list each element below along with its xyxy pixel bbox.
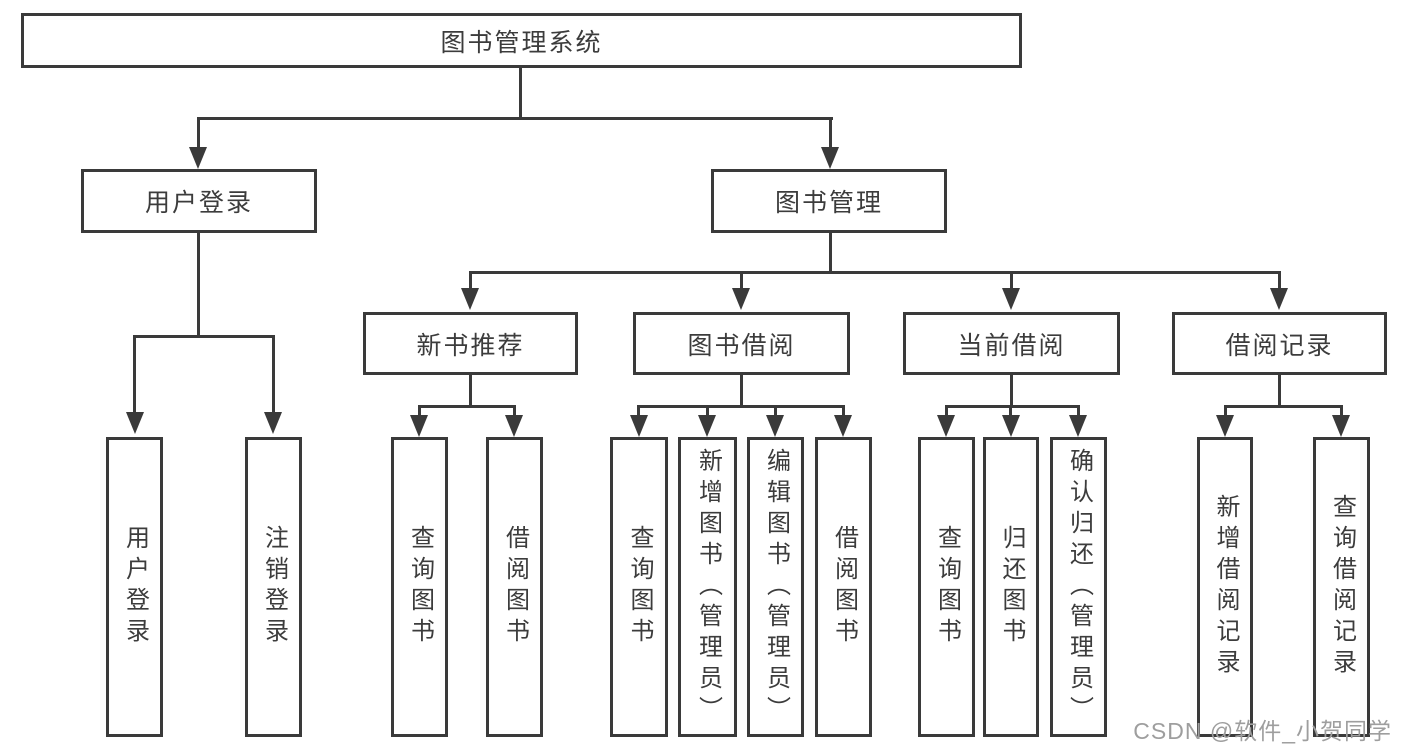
connector-drop-br-query — [1340, 405, 1343, 417]
arrow-down-bb-edit — [766, 415, 784, 437]
connector-book-mgmt-bar — [469, 271, 1281, 274]
connector-drop-cb-confirm — [1077, 405, 1080, 417]
node-book-borrowing: 图书借阅 — [633, 312, 850, 375]
connector-drop-new-book-rec — [469, 271, 472, 290]
node-book-management: 图书管理 — [711, 169, 947, 233]
arrow-down-rec-borrow — [505, 415, 523, 437]
connector-drop-bb-edit — [774, 405, 777, 417]
connector-drop-cb-return — [1009, 405, 1012, 417]
node-leaf-bb-edit-books-admin: 编辑图书（管理员） — [747, 437, 804, 737]
node-label-bb-edit-books-admin: 编辑图书（管理员） — [762, 447, 790, 727]
node-label-leaf-logout: 注销登录 — [260, 525, 288, 649]
node-borrowing-records: 借阅记录 — [1172, 312, 1387, 375]
connector-drop-logout — [272, 335, 275, 414]
node-label-br-query-record: 查询借阅记录 — [1328, 494, 1356, 680]
connector-drop-bb-query — [637, 405, 640, 417]
connector-drop-borrow-records — [1278, 271, 1281, 290]
node-label-cb-confirm-return-admin: 确认归还（管理员） — [1065, 447, 1093, 727]
node-leaf-rec-borrow-books: 借阅图书 — [486, 437, 543, 737]
node-leaf-bb-add-books-admin: 新增图书（管理员） — [678, 437, 737, 737]
node-label-current-borrowing: 当前借阅 — [957, 331, 1066, 360]
node-label-leaf-user-login: 用户登录 — [121, 525, 149, 649]
connector-drop-book-mgmt — [829, 117, 832, 149]
arrow-down-borrow-records — [1270, 288, 1288, 310]
arrow-down-logout — [264, 412, 282, 434]
connector-cb-stem — [1010, 375, 1013, 407]
node-leaf-rec-query-books: 查询图书 — [391, 437, 448, 737]
node-label-bb-query-books: 查询图书 — [626, 525, 653, 649]
node-label-cb-query-books: 查询图书 — [933, 525, 961, 649]
connector-drop-current-borrow — [1010, 271, 1013, 290]
connector-rec-stem — [469, 375, 472, 407]
node-label-borrowing-records: 借阅记录 — [1225, 331, 1334, 360]
node-current-borrowing: 当前借阅 — [903, 312, 1120, 375]
connector-root-stem — [519, 68, 522, 118]
node-library-management-system: 图书管理系统 — [21, 13, 1022, 68]
connector-rec-bar — [418, 405, 516, 408]
arrow-down-bb-borrow — [834, 415, 852, 437]
arrow-down-book-borrow — [732, 288, 750, 310]
node-label-book-borrowing: 图书借阅 — [687, 331, 796, 360]
node-label-rec-query-books: 查询图书 — [406, 525, 434, 649]
node-leaf-bb-query-books: 查询图书 — [610, 437, 668, 737]
arrow-down-cb-confirm — [1069, 415, 1087, 437]
node-leaf-br-query-record: 查询借阅记录 — [1313, 437, 1370, 737]
node-label-root: 图书管理系统 — [440, 28, 603, 57]
arrow-down-br-query — [1332, 415, 1350, 437]
connector-drop-br-add — [1224, 405, 1227, 417]
arrow-down-bb-add — [698, 415, 716, 437]
connector-cb-bar — [945, 405, 1080, 408]
arrow-down-cb-return — [1002, 415, 1020, 437]
connector-br-bar — [1224, 405, 1343, 408]
connector-user-login-stem — [197, 233, 200, 337]
node-leaf-logout: 注销登录 — [245, 437, 302, 737]
node-leaf-user-login: 用户登录 — [106, 437, 163, 737]
arrow-down-br-add — [1216, 415, 1234, 437]
connector-drop-rec-borrow — [513, 405, 516, 417]
node-label-bb-add-books-admin: 新增图书（管理员） — [694, 447, 722, 727]
connector-drop-login — [133, 335, 136, 414]
arrow-down-user-login — [189, 147, 207, 169]
node-leaf-bb-borrow-books: 借阅图书 — [815, 437, 872, 737]
node-leaf-cb-query-books: 查询图书 — [918, 437, 975, 737]
node-leaf-br-add-record: 新增借阅记录 — [1197, 437, 1253, 737]
node-leaf-cb-confirm-return-admin: 确认归还（管理员） — [1050, 437, 1107, 737]
arrow-down-current-borrow — [1002, 288, 1020, 310]
connector-drop-cb-query — [945, 405, 948, 417]
node-leaf-cb-return-books: 归还图书 — [983, 437, 1039, 737]
watermark: CSDN @软件_小贺同学 — [1133, 718, 1392, 744]
arrow-down-bb-query — [630, 415, 648, 437]
node-label-br-add-record: 新增借阅记录 — [1212, 494, 1239, 680]
connector-br-stem — [1278, 375, 1281, 407]
node-new-book-recommend: 新书推荐 — [363, 312, 578, 375]
node-label-new-book-recommend: 新书推荐 — [416, 331, 525, 360]
connector-drop-bb-add — [706, 405, 709, 417]
arrow-down-book-mgmt — [821, 147, 839, 169]
node-label-book-management: 图书管理 — [774, 189, 883, 217]
node-user-login: 用户登录 — [81, 169, 317, 233]
node-label-user-login: 用户登录 — [144, 189, 253, 217]
connector-root-bar — [197, 117, 833, 120]
connector-drop-rec-query — [418, 405, 421, 417]
arrow-down-new-book-rec — [461, 288, 479, 310]
connector-book-mgmt-stem — [829, 233, 832, 273]
connector-user-login-bar — [133, 335, 275, 338]
node-label-bb-borrow-books: 借阅图书 — [830, 525, 858, 649]
connector-drop-book-borrow — [740, 271, 743, 290]
connector-bb-bar — [637, 405, 845, 408]
connector-bb-stem — [740, 375, 743, 407]
connector-drop-bb-borrow — [842, 405, 845, 417]
connector-drop-user-login — [197, 117, 200, 149]
arrow-down-cb-query — [937, 415, 955, 437]
node-label-rec-borrow-books: 借阅图书 — [501, 525, 529, 649]
arrow-down-rec-query — [410, 415, 428, 437]
arrow-down-login — [126, 412, 144, 434]
node-label-cb-return-books: 归还图书 — [998, 525, 1025, 649]
